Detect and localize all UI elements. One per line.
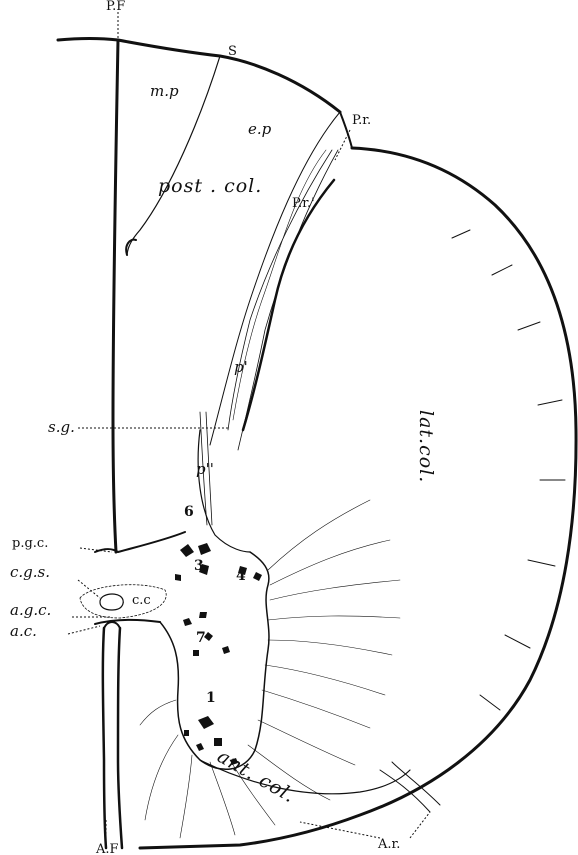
cell-group-7-e bbox=[193, 650, 199, 656]
leader-p-r bbox=[335, 130, 350, 160]
lateral-tick-8 bbox=[480, 695, 500, 710]
label-1: 1 bbox=[206, 690, 216, 706]
label-s-g: s.g. bbox=[48, 418, 75, 436]
label-m-p: m.p bbox=[150, 82, 179, 100]
lateral-tick-7 bbox=[505, 635, 530, 648]
cell-group-1-a bbox=[198, 716, 214, 729]
cell-group-1-e bbox=[184, 730, 189, 736]
label-p-prime: p' bbox=[234, 358, 248, 376]
anterior-median-fissure-left bbox=[103, 628, 106, 848]
label-p-r: P.r. bbox=[352, 113, 371, 128]
label-p-double-prime: p'' bbox=[196, 460, 214, 478]
anterior-horn-outline bbox=[160, 552, 269, 769]
leader-a-r-2 bbox=[410, 812, 430, 838]
label-a-r: A.r. bbox=[377, 837, 400, 852]
lateral-surface bbox=[140, 148, 576, 848]
cell-group-7-b bbox=[199, 612, 207, 618]
label-p-r-prime: P.r.' bbox=[292, 196, 315, 211]
cell-group-7-d bbox=[222, 646, 230, 654]
label-s: S bbox=[228, 44, 237, 59]
posterior-column-curve bbox=[210, 112, 340, 445]
leader-a-c bbox=[68, 626, 100, 634]
label-6: 6 bbox=[184, 504, 194, 520]
lateral-tick-3 bbox=[518, 322, 540, 330]
anterior-median-fissure-right bbox=[118, 628, 122, 848]
label-4: 4 bbox=[236, 568, 246, 584]
posterior-root-notch bbox=[340, 112, 352, 148]
lateral-tick-6 bbox=[528, 560, 555, 566]
posterior-median-fissure bbox=[113, 40, 118, 552]
lateral-tick-2 bbox=[492, 265, 512, 275]
posterior-horn bbox=[198, 430, 250, 552]
label-a-c: a.c. bbox=[10, 622, 37, 640]
cell-groups bbox=[175, 543, 262, 765]
anterior-fissure-top bbox=[104, 622, 120, 628]
lateral-tick-4 bbox=[538, 400, 562, 405]
cell-group-7-a bbox=[183, 618, 192, 626]
posterior-commissure bbox=[95, 532, 185, 552]
label-post-col: post . col. bbox=[158, 175, 262, 197]
cell-group-4-b bbox=[253, 572, 262, 581]
leader-c-g-s bbox=[78, 580, 100, 598]
label-lat-col: lat.col. bbox=[415, 410, 437, 483]
lateral-tick-1 bbox=[452, 230, 470, 238]
label-ant-col: ant. col. bbox=[214, 745, 300, 807]
anterior-root-1 bbox=[380, 770, 430, 812]
cell-group-1-b bbox=[214, 738, 222, 746]
anterior-commissure bbox=[95, 620, 160, 624]
cell-group-3-a bbox=[180, 544, 194, 557]
label-3: 3 bbox=[194, 558, 204, 574]
cell-group-1-c bbox=[196, 743, 204, 751]
posterior-column-boundary bbox=[243, 180, 334, 430]
cell-group-3-d bbox=[175, 574, 181, 581]
label-p-g-c: p.g.c. bbox=[12, 536, 48, 551]
label-e-p: e.p bbox=[248, 120, 272, 138]
cell-group-3-b bbox=[198, 543, 211, 555]
label-c-c: c.c bbox=[132, 593, 151, 608]
label-a-f: A.F bbox=[95, 842, 119, 855]
posterior-surface bbox=[58, 39, 340, 113]
cord-outline bbox=[58, 39, 576, 849]
central-canal bbox=[100, 594, 123, 610]
label-c-g-s: c.g.s. bbox=[10, 563, 50, 581]
label-a-g-c: a.g.c. bbox=[10, 601, 51, 619]
label-p-f: P.F bbox=[106, 0, 125, 14]
label-7: 7 bbox=[196, 630, 206, 646]
